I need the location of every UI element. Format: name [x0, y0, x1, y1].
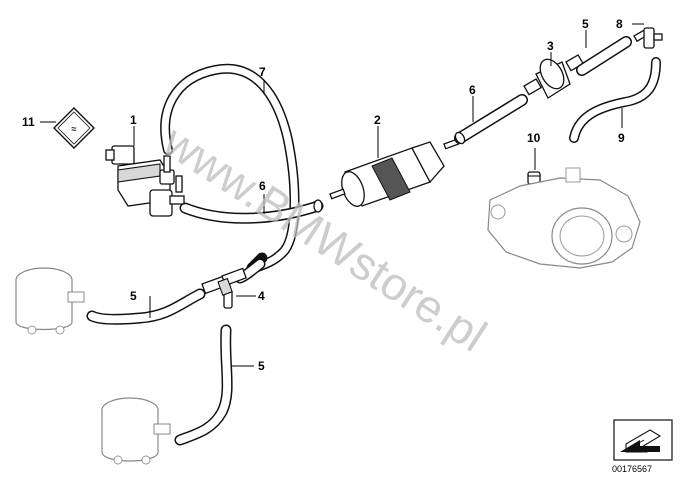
hose-5-mid	[86, 288, 206, 325]
callout-2: 2	[374, 113, 381, 127]
t-piece	[201, 258, 266, 309]
callout-4: 4	[258, 289, 265, 303]
solenoid-valve	[105, 145, 185, 217]
warning-label: ≈	[53, 107, 95, 149]
throttle-body	[487, 167, 641, 269]
fuel-filter	[329, 138, 460, 207]
callout-labels: 1 2 3 4 5 5 5 6 6 7 8 9 10 11	[22, 17, 625, 373]
svg-text:≈: ≈	[72, 124, 77, 134]
diagram-code: 00176567	[612, 464, 652, 474]
callout-5-mid: 5	[130, 289, 137, 303]
pulsation-damper	[523, 54, 585, 99]
callout-9: 9	[618, 131, 625, 145]
watermark-text: www.BMWstore.pl	[154, 114, 496, 361]
callout-5-top: 5	[582, 17, 589, 31]
connector-8	[633, 27, 663, 49]
callout-6-right: 6	[469, 83, 476, 97]
hose-5-top	[576, 36, 632, 76]
callout-11: 11	[22, 115, 35, 129]
callout-10: 10	[527, 131, 541, 145]
callout-5-lower: 5	[258, 359, 265, 373]
diagram-code-box: 00176567	[612, 419, 673, 474]
pipe-6-right	[454, 94, 528, 145]
hose-5-lower	[174, 324, 233, 446]
cap-10	[527, 171, 541, 185]
callout-1: 1	[130, 113, 137, 127]
hose-7	[160, 63, 300, 273]
leader-lines	[40, 23, 644, 367]
hose-9	[569, 57, 661, 143]
reservoir-upper	[15, 267, 85, 335]
reservoir-lower	[101, 397, 171, 465]
callout-8: 8	[616, 17, 623, 31]
callout-3: 3	[547, 39, 554, 53]
hose-6-left	[179, 199, 324, 224]
diagram-arrow-icon	[620, 440, 660, 452]
callout-6-left: 6	[259, 179, 266, 193]
callout-7: 7	[259, 65, 266, 79]
